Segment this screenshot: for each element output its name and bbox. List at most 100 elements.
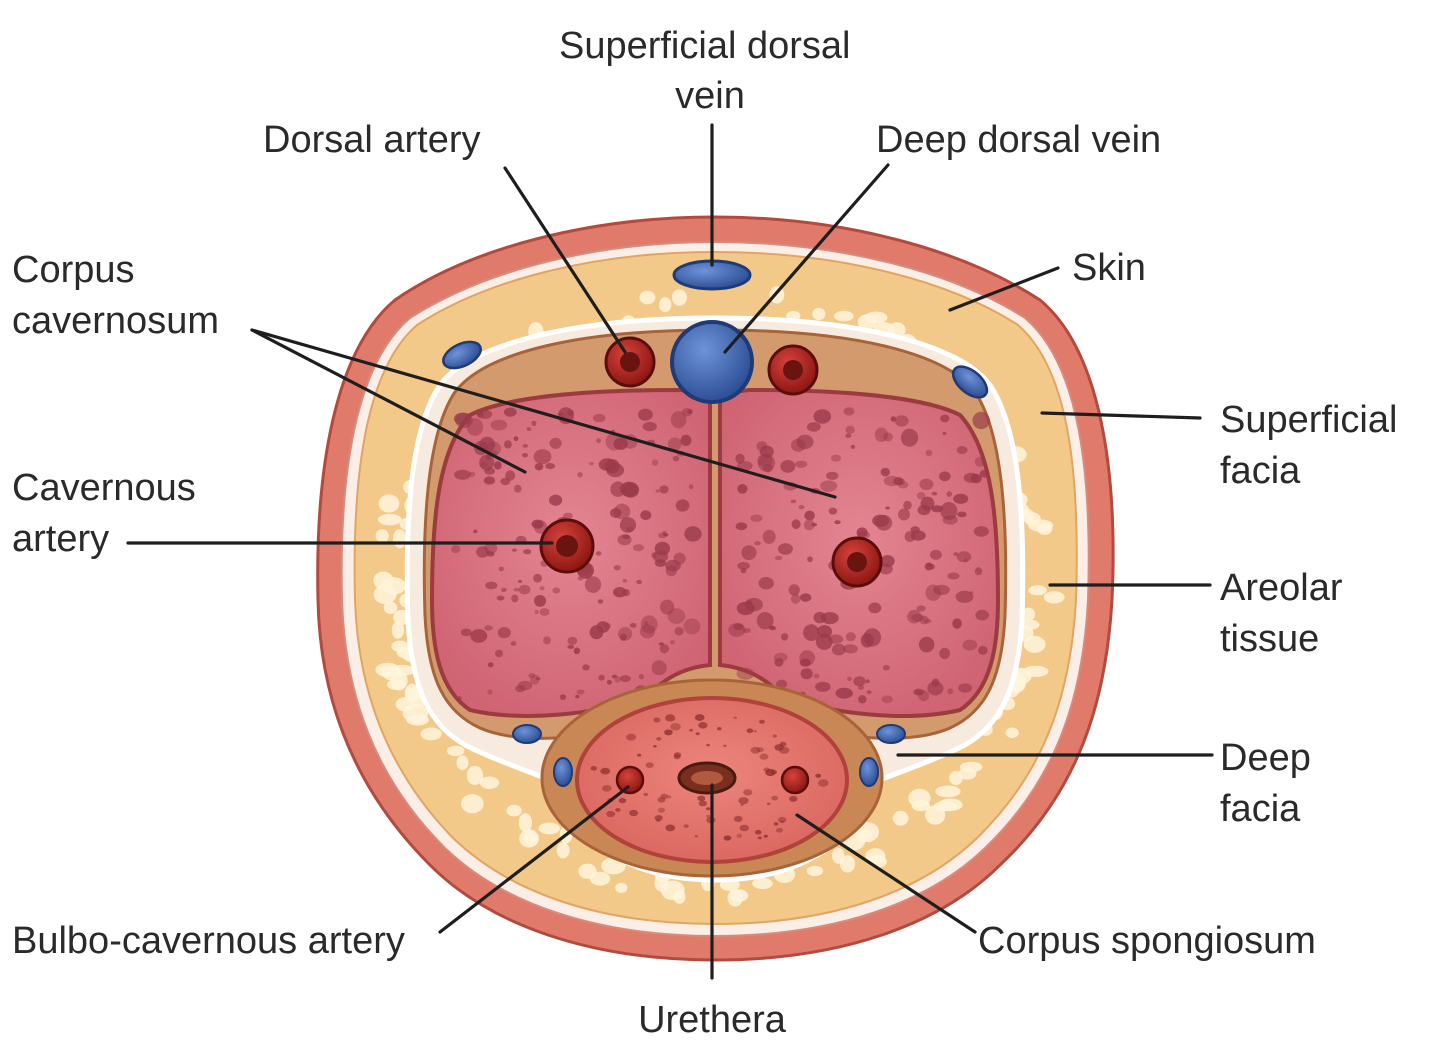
sinus-space (484, 625, 493, 631)
sinus-space (673, 552, 686, 565)
fat-globule (479, 776, 500, 789)
fat-globule (925, 805, 946, 825)
sinus-space (781, 633, 789, 641)
sinus-space (549, 494, 563, 506)
sinus-space (567, 409, 574, 416)
sinus-space (698, 800, 707, 807)
sinus-space (916, 605, 926, 612)
fat-globule (908, 788, 931, 808)
sinus-space (545, 463, 556, 470)
lateral-vein-right (951, 365, 989, 399)
sinus-space (850, 444, 856, 449)
sinus-space (777, 543, 793, 555)
sinus-space (919, 478, 934, 490)
sinus-space (513, 436, 519, 442)
fat-globule (378, 494, 400, 513)
sinus-space (942, 515, 958, 525)
sinus-space (660, 793, 669, 800)
sinus-space (530, 674, 540, 685)
sinus-space (762, 529, 776, 544)
sinus-space (868, 602, 882, 614)
fat-globule (466, 765, 484, 786)
sinus-space (659, 644, 670, 654)
sinus-space (664, 729, 673, 736)
sinus-space (900, 428, 919, 447)
sinus-space (497, 627, 511, 639)
sinus-space (874, 427, 889, 442)
sinus-space (515, 685, 526, 693)
fat-globule (373, 571, 394, 590)
sinus-space (940, 414, 950, 423)
sinus-space (683, 618, 701, 635)
sinus-space (975, 609, 989, 621)
sinus-space (601, 785, 612, 792)
sinus-space (689, 728, 693, 732)
sinus-space (790, 499, 797, 504)
sinus-space (790, 593, 801, 604)
sinus-space (807, 556, 813, 563)
sinus-space (753, 730, 757, 733)
sinus-space (654, 559, 667, 567)
sinus-space (656, 737, 662, 741)
sinus-space (813, 673, 820, 679)
sinus-space (758, 577, 774, 590)
sinus-space (533, 573, 542, 583)
sinus-space (651, 660, 667, 676)
sinus-space (503, 407, 517, 417)
sinus-space (638, 408, 653, 421)
sinus-space (642, 421, 657, 432)
sinus-space (735, 453, 745, 464)
sinus-space (898, 508, 910, 521)
sinus-space (466, 418, 484, 436)
sinus-space (460, 628, 472, 637)
sinus-space (470, 629, 488, 643)
sinus-space (622, 534, 630, 539)
sinus-space (763, 834, 768, 838)
sinus-space (946, 491, 953, 497)
sinus-space (939, 647, 951, 660)
fat-globule (456, 755, 469, 770)
sinus-space (658, 642, 664, 646)
fat-globule (538, 822, 560, 835)
sinus-space (907, 609, 922, 624)
sinus-space (803, 519, 815, 531)
sinus-space (894, 415, 909, 427)
leader-skin (948, 266, 1060, 312)
sinus-space (632, 544, 645, 552)
sinus-space (640, 510, 652, 521)
sinus-space (684, 526, 702, 542)
fat-globule (806, 865, 824, 877)
sinus-space (596, 621, 610, 633)
sinus-space (629, 809, 639, 817)
sinus-space (513, 587, 520, 592)
sinus-space (639, 624, 656, 639)
sinus-space (847, 676, 852, 682)
sinus-space (939, 471, 951, 482)
sinus-space (523, 549, 532, 555)
sinus-space (533, 449, 552, 465)
sinus-space (746, 599, 753, 607)
fat-globule (461, 794, 484, 814)
sinus-space (476, 411, 484, 418)
sinus-space (522, 444, 529, 448)
leader-bulbo-cavernous-artery (438, 785, 630, 934)
fat-globule (556, 842, 570, 859)
sinus-space (773, 822, 779, 826)
fat-globule (959, 761, 983, 773)
sinus-space (918, 690, 930, 702)
sinus-space (534, 609, 539, 615)
leader-corpus-cavernosum-right (250, 328, 837, 499)
sinus-space (667, 437, 682, 451)
sinus-space (831, 454, 841, 462)
sinus-space (567, 644, 575, 649)
sinus-space (799, 650, 816, 666)
sinus-space (654, 815, 663, 821)
sinus-space (882, 665, 890, 671)
sinus-space (770, 769, 778, 775)
sinus-space (613, 565, 621, 571)
ventral-vein-right-upper (876, 724, 906, 744)
sinus-space (622, 579, 628, 583)
sinus-space (737, 562, 750, 570)
sinus-space (798, 505, 805, 510)
fat-globule (406, 714, 429, 726)
